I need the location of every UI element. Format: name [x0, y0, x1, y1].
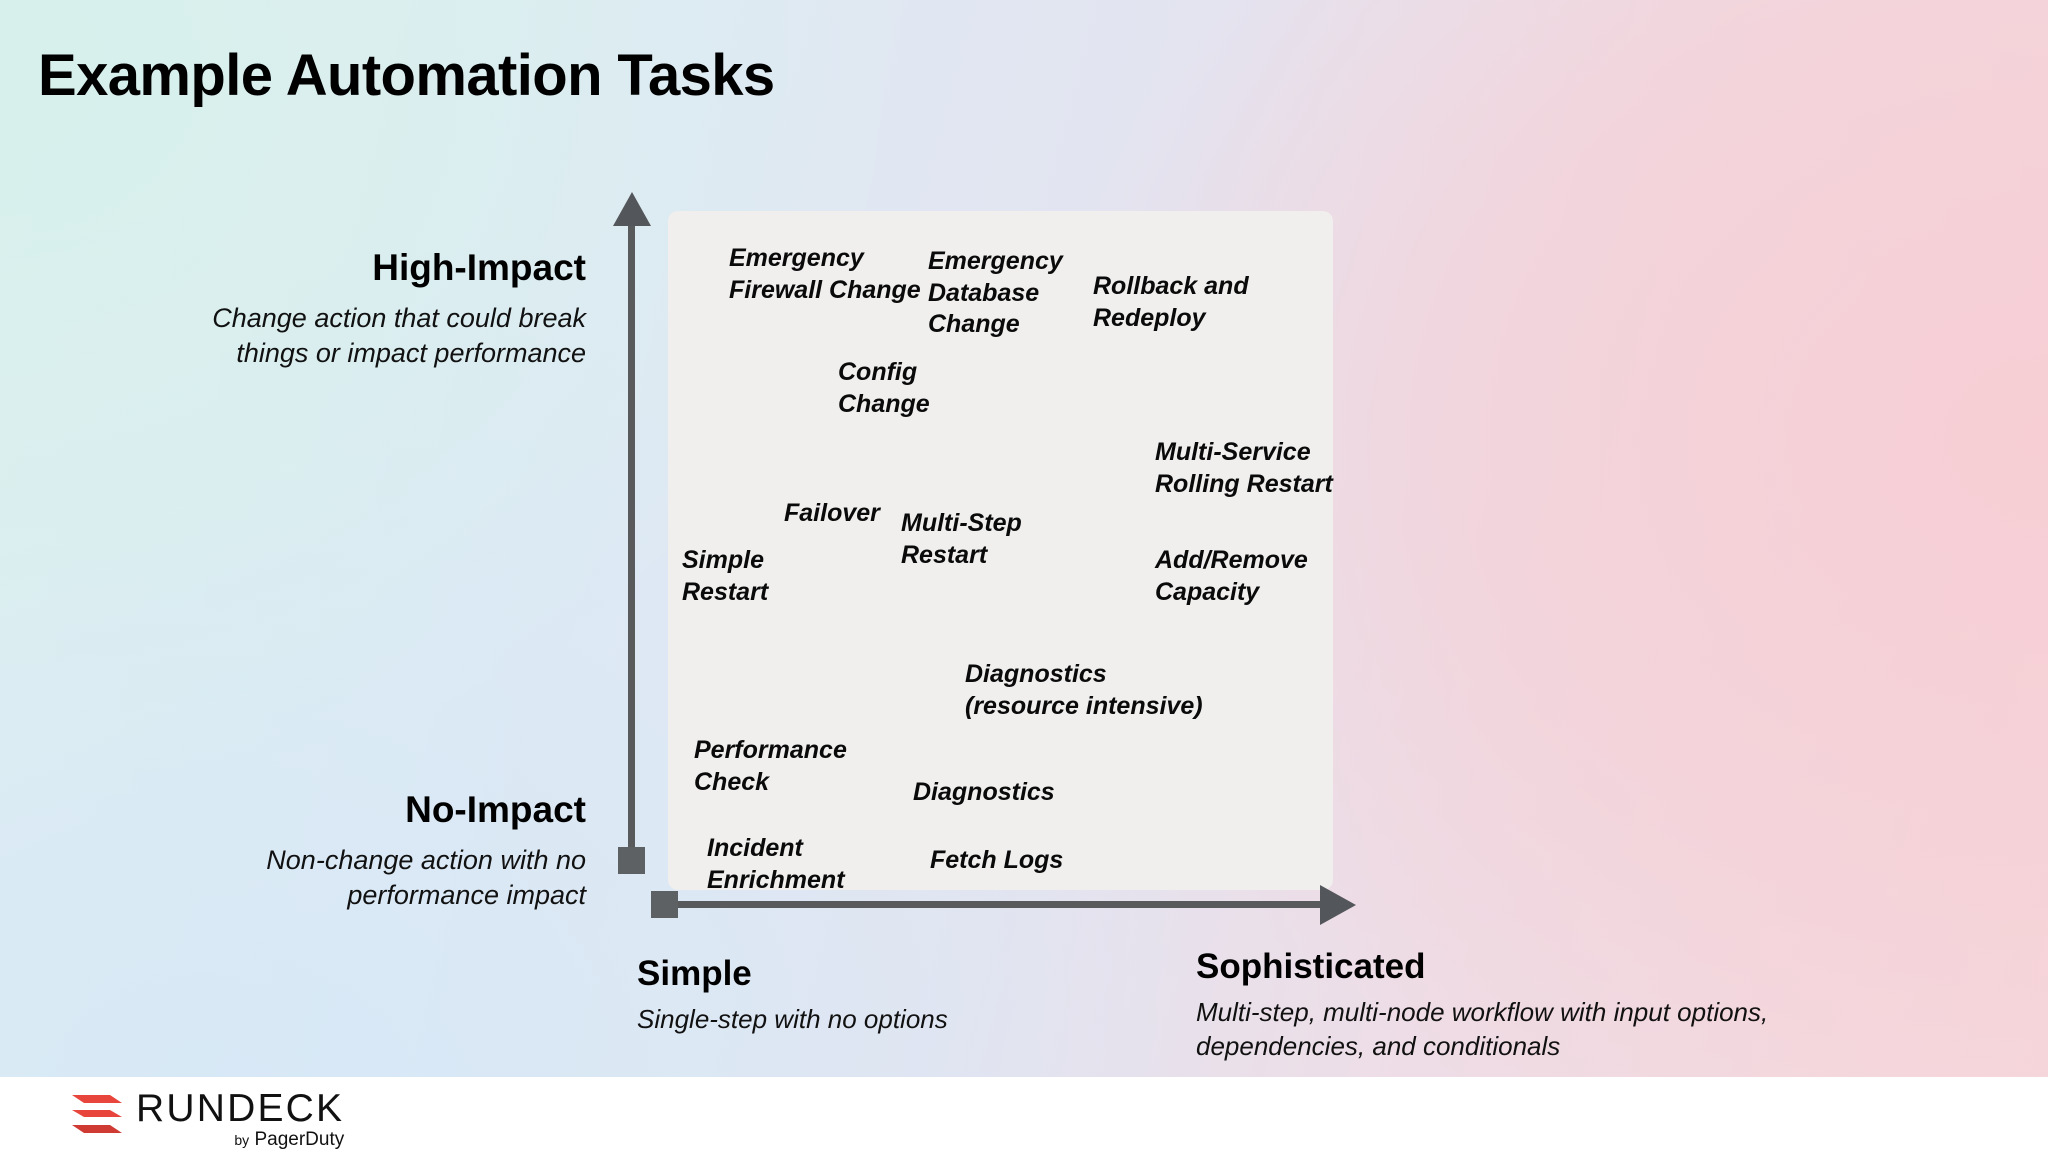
task-label-diagnostics: Diagnostics: [913, 778, 1055, 806]
x-axis-sophisticated-description: Multi-step, multi-node workflow with inp…: [1196, 996, 1769, 1062]
task-label-simple-restart: Simple Restart: [682, 546, 769, 606]
footer-bar: RUNDECK by PagerDuty: [0, 1077, 2048, 1152]
rundeck-logo-text: RUNDECK by PagerDuty: [136, 1087, 345, 1150]
y-axis-high-impact-title: High-Impact: [372, 247, 586, 288]
byline-by: by: [234, 1132, 250, 1148]
y-axis-no-impact-description: Non-change action with no performance im…: [266, 844, 586, 911]
rundeck-mark-icon: [72, 1095, 122, 1133]
x-axis-simple-title: Simple: [637, 954, 752, 993]
x-axis-origin-marker: [651, 891, 678, 918]
x-axis-simple-label: Simple Single-step with no options: [637, 954, 967, 1036]
y-axis-no-impact-title: No-Impact: [405, 789, 586, 830]
x-axis-line: [672, 901, 1324, 908]
task-label-rollback-and-redeploy: Rollback and Redeploy: [1093, 272, 1249, 332]
rundeck-logo: RUNDECK by PagerDuty: [70, 1087, 345, 1150]
task-label-multi-step-restart: Multi-Step Restart: [901, 509, 1022, 569]
x-axis-sophisticated-label: Sophisticated Multi-step, multi-node wor…: [1196, 947, 1896, 1064]
y-axis-origin-marker: [618, 847, 645, 874]
y-axis-line: [628, 220, 635, 854]
y-axis-high-impact-description: Change action that could break things or…: [212, 302, 586, 369]
task-label-multi-service-rolling-restart: Multi-Service Rolling Restart: [1155, 438, 1333, 498]
page-title: Example Automation Tasks: [38, 43, 775, 108]
x-axis-sophisticated-title: Sophisticated: [1196, 947, 1426, 986]
y-axis-no-impact-label: No-Impact Non-change action with no perf…: [166, 789, 586, 914]
rundeck-byline: by PagerDuty: [234, 1129, 344, 1151]
task-label-emergency-firewall-change: Emergency Firewall Change: [729, 244, 921, 304]
task-label-emergency-database-change: Emergency Database Change: [928, 247, 1063, 338]
task-label-failover: Failover: [784, 499, 880, 527]
task-label-fetch-logs: Fetch Logs: [930, 846, 1064, 874]
x-axis-simple-description: Single-step with no options: [637, 1003, 948, 1034]
task-label-incident-enrichment: Incident Enrichment: [707, 834, 845, 894]
quadrant-panel: [668, 211, 1333, 890]
x-axis-arrowhead-icon: [1320, 885, 1356, 925]
task-label-add-remove-capacity: Add/Remove Capacity: [1155, 546, 1308, 606]
y-axis-arrowhead-icon: [613, 192, 651, 226]
byline-parent: PagerDuty: [254, 1129, 345, 1150]
y-axis-high-impact-label: High-Impact Change action that could bre…: [166, 247, 586, 372]
task-label-config-change: Config Change: [838, 358, 930, 418]
task-label-performance-check: Performance Check: [694, 736, 847, 796]
task-label-diagnostics-resource-intensive: Diagnostics (resource intensive): [965, 660, 1203, 720]
rundeck-wordmark: RUNDECK: [136, 1087, 345, 1130]
